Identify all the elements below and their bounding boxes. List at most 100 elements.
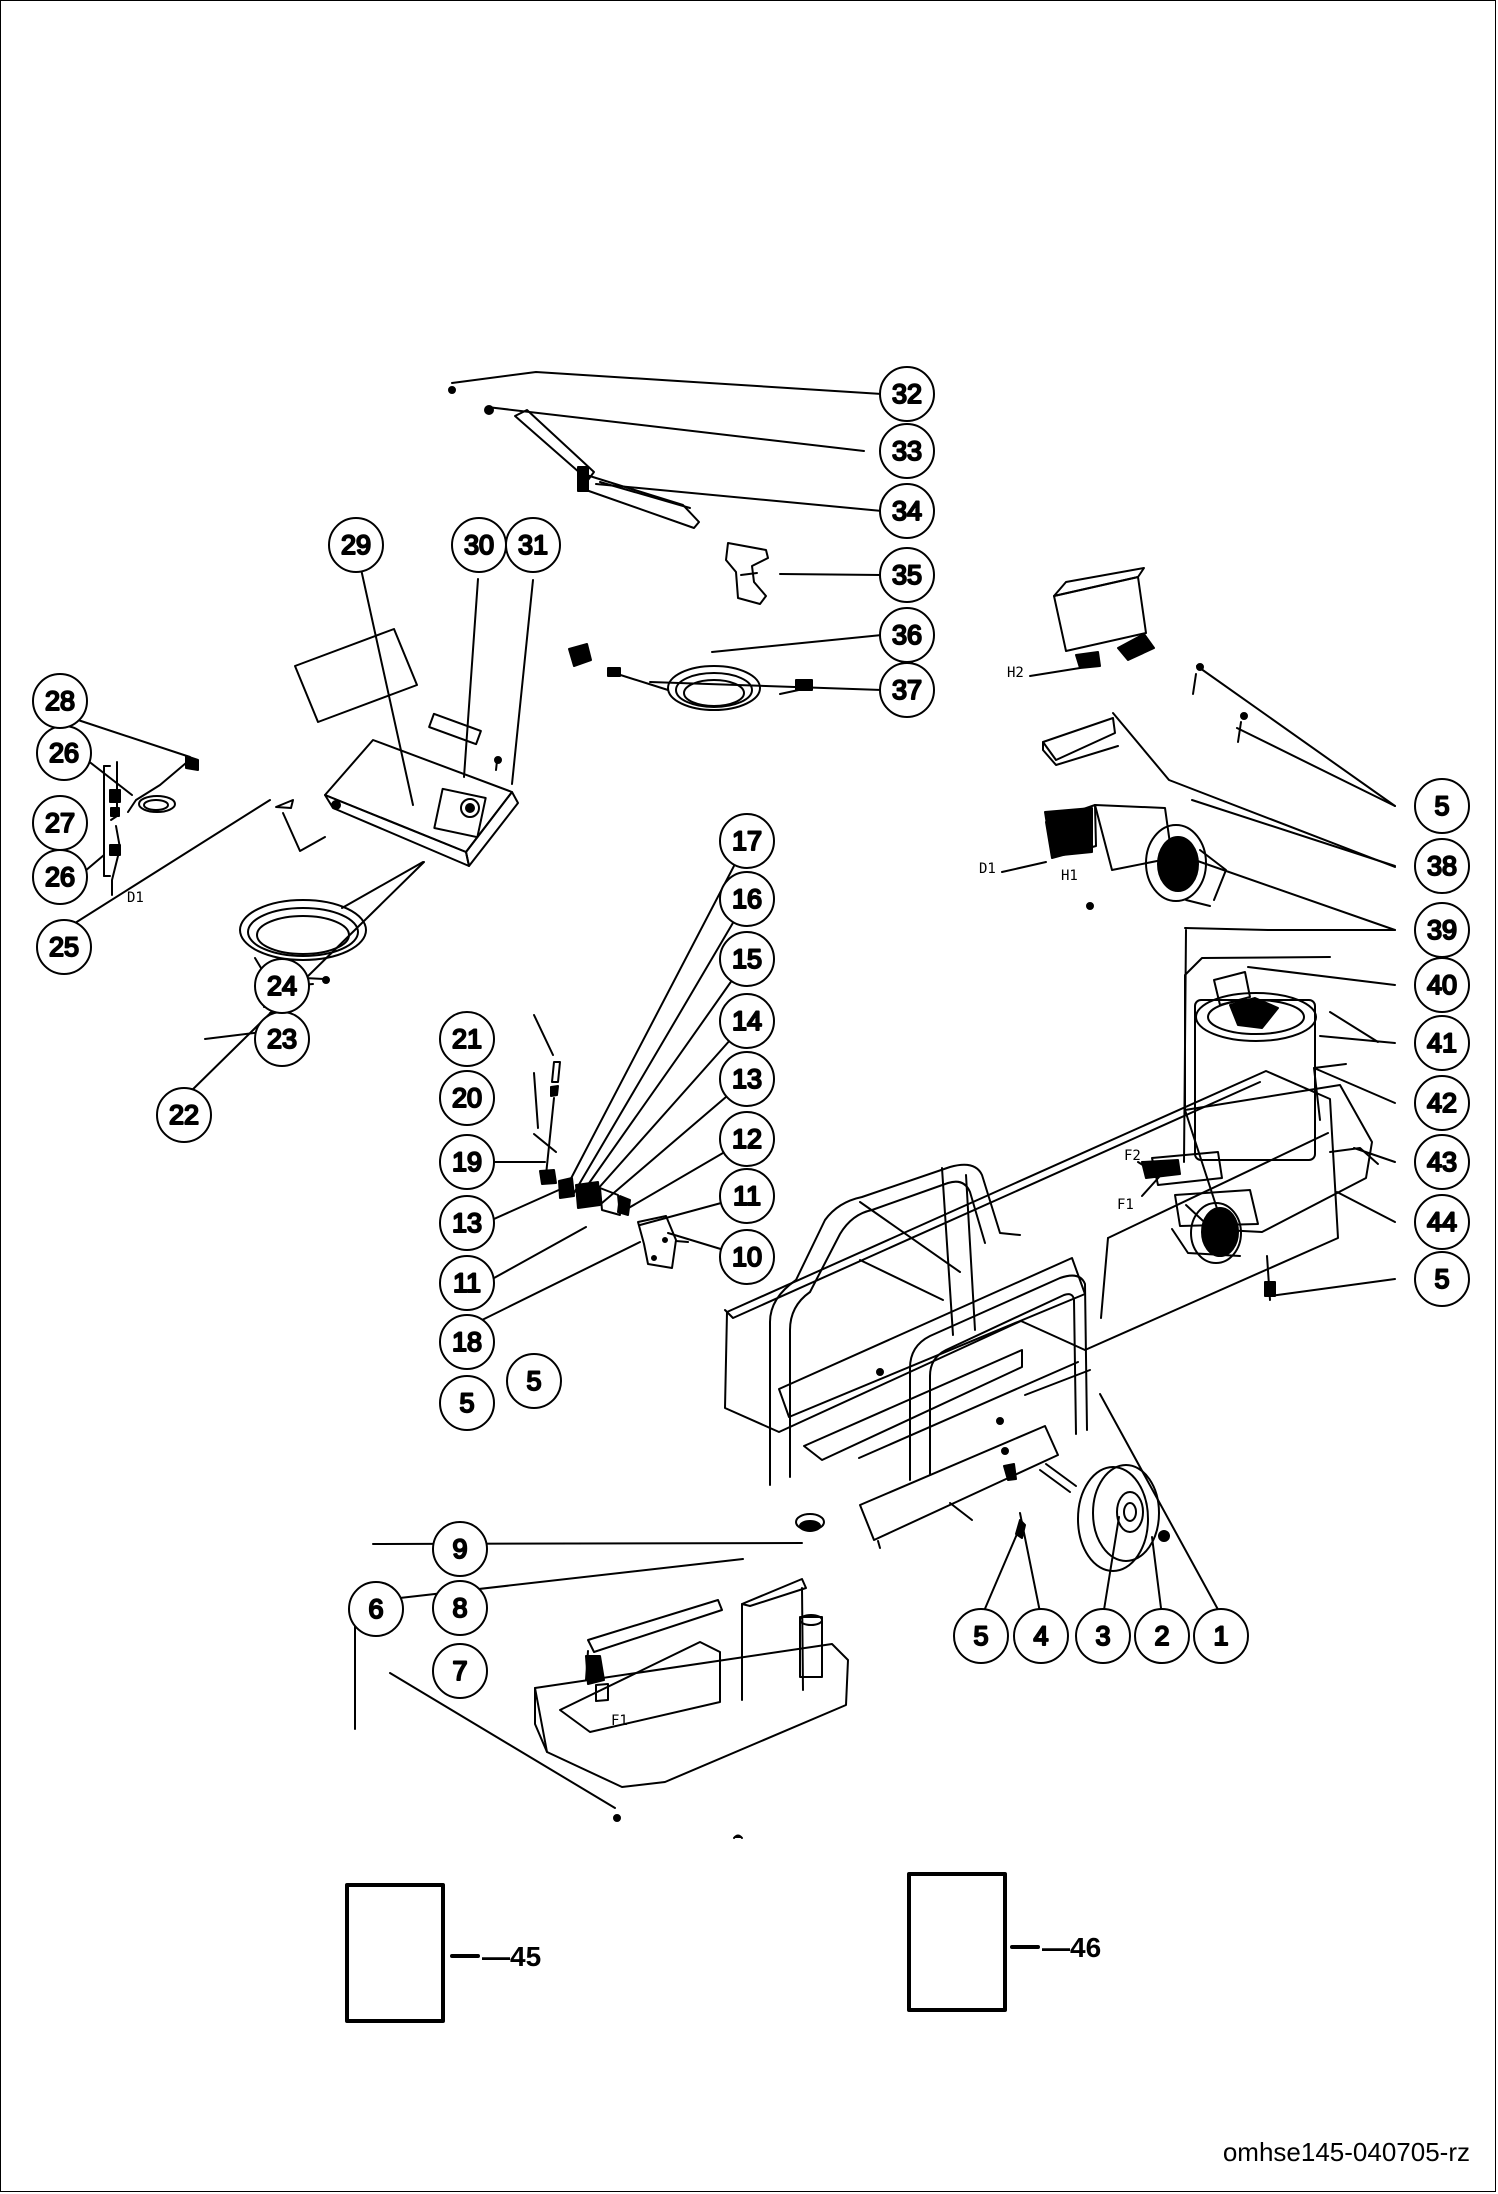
callout-circle (506, 1353, 562, 1409)
callout-17: 17 (719, 813, 775, 869)
callout-circle (32, 795, 88, 851)
callout-circle (719, 1168, 775, 1224)
callout-circle (879, 423, 935, 479)
callout-37: 37 (879, 662, 935, 718)
callout-number: 10 (732, 1242, 762, 1272)
callout-circle (1414, 778, 1470, 834)
callout-number: 6 (368, 1594, 383, 1624)
callout-10: 10 (719, 1229, 775, 1285)
callout-number: 23 (267, 1024, 297, 1054)
callout-circle (879, 547, 935, 603)
callout-5: 5 (953, 1608, 1009, 1664)
callout-number: 13 (732, 1064, 762, 1094)
callout-21: 21 (439, 1011, 495, 1067)
callout-26: 26 (36, 725, 92, 781)
callout-number: 28 (45, 686, 75, 716)
callout-circle (879, 662, 935, 718)
callout-number: 19 (452, 1147, 482, 1177)
callout-circle (439, 1375, 495, 1431)
callout-number: 41 (1427, 1028, 1457, 1058)
callout-32: 32 (879, 366, 935, 422)
callout-number: 22 (169, 1100, 199, 1130)
label-d1-motor: D1 (979, 861, 996, 877)
callout-number: 14 (732, 1006, 762, 1036)
callout-5: 5 (439, 1375, 495, 1431)
ref-label-46: —46 (1042, 1932, 1101, 1963)
callout-44: 44 (1414, 1194, 1470, 1250)
callout-31: 31 (505, 517, 561, 573)
callout-16: 16 (719, 871, 775, 927)
callout-35: 35 (879, 547, 935, 603)
callout-circle (439, 1255, 495, 1311)
callout-36: 36 (879, 607, 935, 663)
spray-wand-and-gun (448, 386, 769, 605)
callout-25: 25 (36, 919, 92, 975)
callout-number: 43 (1427, 1147, 1457, 1177)
label-f1-burner: F1 (1117, 1197, 1134, 1213)
callout-circle (432, 1521, 488, 1577)
callout-13: 13 (719, 1051, 775, 1107)
callout-number: 11 (453, 1268, 481, 1298)
callout-number: 34 (892, 496, 922, 526)
callout-number: 44 (1427, 1207, 1457, 1237)
callout-number: 26 (45, 862, 75, 892)
callout-18: 18 (439, 1314, 495, 1370)
callout-circle (879, 366, 935, 422)
callout-number: 30 (464, 530, 494, 560)
callout-number: 32 (892, 379, 922, 409)
frame-panels (1313, 1011, 1379, 1165)
callout-number: 29 (341, 530, 371, 560)
callout-circle (719, 1229, 775, 1285)
callout-number: 12 (732, 1124, 762, 1154)
callout-number: 39 (1427, 915, 1457, 945)
callout-circle (439, 1011, 495, 1067)
callout-15: 15 (719, 931, 775, 987)
callout-circles: 1234555567891011121314151617222324252627… (32, 366, 1470, 1699)
callout-number: 13 (452, 1208, 482, 1238)
callout-4: 4 (1013, 1608, 1069, 1664)
wheel (1015, 1464, 1170, 1572)
callout-circle (439, 1070, 495, 1126)
callout-number: 42 (1427, 1088, 1457, 1118)
ref-label-45: —45 (482, 1941, 541, 1972)
callout-number: 36 (892, 620, 922, 650)
callout-29: 29 (328, 517, 384, 573)
callout-circle (254, 958, 310, 1014)
callout-number: 33 (892, 436, 922, 466)
callout-circle (505, 517, 561, 573)
callout-circle (432, 1643, 488, 1699)
callout-number: 5 (1434, 791, 1449, 821)
callout-number: 24 (267, 971, 297, 1001)
callout-circle (1414, 1194, 1470, 1250)
callout-number: 38 (1427, 851, 1457, 881)
callout-number: 21 (452, 1024, 482, 1054)
callout-number: 26 (49, 738, 79, 768)
callout-number: 9 (452, 1534, 467, 1564)
fitting-assembly (539, 1061, 689, 1269)
callout-circle (439, 1134, 495, 1190)
callout-circle (719, 1051, 775, 1107)
ref-box-46 (907, 1872, 1007, 2012)
callout-6: 6 (348, 1581, 404, 1637)
callout-number: 8 (452, 1593, 467, 1623)
callout-number: 7 (452, 1656, 467, 1686)
pump-motor-assembly (1001, 567, 1248, 910)
callout-circle (32, 673, 88, 729)
callout-number: 25 (49, 932, 79, 962)
callout-number: 5 (973, 1621, 988, 1651)
callout-circle (156, 1087, 212, 1143)
callout-circle (953, 1608, 1009, 1664)
callout-circle (719, 931, 775, 987)
ref-box-45 (345, 1883, 445, 2023)
callout-38: 38 (1414, 838, 1470, 894)
label-d1-cord: D1 (127, 890, 144, 906)
callout-number: 27 (45, 808, 75, 838)
callout-22: 22 (156, 1087, 212, 1143)
callout-33: 33 (879, 423, 935, 479)
callout-42: 42 (1414, 1075, 1470, 1131)
label-f2: F2 (1124, 1148, 1141, 1164)
callout-41: 41 (1414, 1015, 1470, 1071)
callout-circle (439, 1314, 495, 1370)
callout-11: 11 (719, 1168, 775, 1224)
